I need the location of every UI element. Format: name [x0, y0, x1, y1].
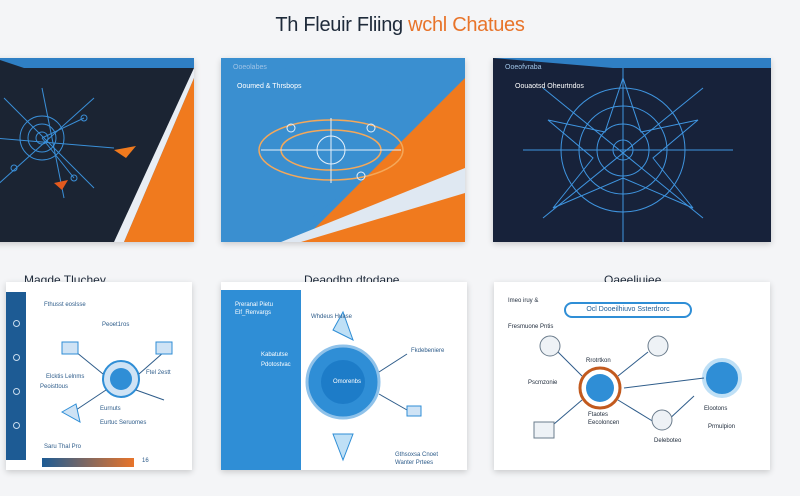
title-pill: Ocl Dooeilhiuvo Ssterdrorc — [564, 302, 692, 318]
slide-blue-panel — [221, 290, 301, 470]
diagram-label: Elcktis Lelnms — [46, 374, 85, 380]
slide-label: Ooeofvraba — [505, 64, 542, 71]
diagram-label: Pscmzonie — [528, 380, 558, 386]
slide-label: Ooeolabes — [233, 64, 267, 71]
gradient-bar — [42, 458, 134, 467]
diagram-label: Eecoloncen — [588, 420, 620, 426]
hub-diagram-graphic — [60, 341, 173, 423]
slide-heading: Ooumed & Thrsbops — [237, 83, 302, 90]
diagram-label: Imeo iruy & — [508, 298, 539, 304]
diagram-label: Fkdebeniere — [411, 348, 445, 354]
diagram-label: Ftel 2estt — [146, 370, 171, 376]
diagram-label: Prmulpion — [708, 424, 736, 430]
diagram-label: Elootons — [704, 406, 728, 412]
slide-thumbnail-3[interactable]: Ooeofvraba Oouaotsd Oheurtndos — [493, 58, 771, 242]
diagram-label: Gthsoxsa Cnoet — [395, 452, 439, 458]
slide-sidebar — [6, 292, 26, 460]
diagram-label: Deleboteo — [654, 438, 682, 444]
page-title: Th Fleuir Fliing wchl Chatues — [0, 14, 800, 37]
diagram-label: 16 — [142, 458, 149, 464]
sidebar-bullet — [13, 422, 20, 429]
diagram-label: Rrotrtkon — [586, 358, 611, 364]
diagram-label: Pdotostvac — [261, 362, 291, 368]
diagram-label: Saru Thal Pro — [44, 444, 81, 450]
sidebar-bullet — [13, 388, 20, 395]
diagram-label: Fthusst eoslsse — [44, 302, 86, 308]
sidebar-bullet — [13, 320, 20, 327]
title-part-orange: wchl Chatues — [408, 14, 525, 36]
diagram-label: Eurtuc Seruomes — [100, 420, 147, 426]
slide-heading: Oouaotsd Oheurtndos — [515, 83, 584, 90]
diagram-label: Omorenbs — [333, 379, 362, 385]
network-diagram-graphic — [0, 58, 194, 242]
diagram-label: Kabatutse — [261, 352, 289, 358]
diagram-label: Ftaotes — [588, 412, 609, 418]
diagram-label: Elf_Renvargs — [235, 310, 272, 316]
slide-thumbnail-6[interactable]: Imeo iruy & Ocl Dooeilhiuvo Ssterdrorc F… — [494, 282, 770, 470]
diagram-label: Fresmuone Pntis — [508, 324, 554, 330]
diagram-label: Eurnuts — [100, 406, 121, 412]
slide-thumbnail-1[interactable] — [0, 58, 194, 242]
star-network-graphic — [493, 58, 771, 242]
central-node-graphic — [305, 310, 422, 462]
diagram-label: Whdeus Huase — [311, 314, 353, 320]
process-cycle-graphic — [533, 335, 742, 439]
slide-thumbnail-2[interactable]: Ooeolabes Ooumed & Thrsbops — [221, 58, 465, 242]
sidebar-bullet — [13, 354, 20, 361]
slide-thumbnail-5[interactable]: Preranal Pietu Elf_Renvargs Omorenbs Fkd… — [221, 282, 467, 470]
title-part-dark: Th Fleuir Fliing — [275, 14, 403, 36]
slide-thumbnail-4[interactable]: Fthusst eoslsse Peoet1ros Elcktis Lelnms… — [6, 282, 192, 470]
diagram-label: Preranal Pietu — [235, 302, 274, 308]
diagram-label: Wanter Prtees — [395, 460, 434, 466]
orbit-diagram-graphic — [221, 58, 465, 242]
diagram-label: Peoisttous — [40, 384, 69, 390]
diagram-label: Peoet1ros — [102, 322, 130, 328]
